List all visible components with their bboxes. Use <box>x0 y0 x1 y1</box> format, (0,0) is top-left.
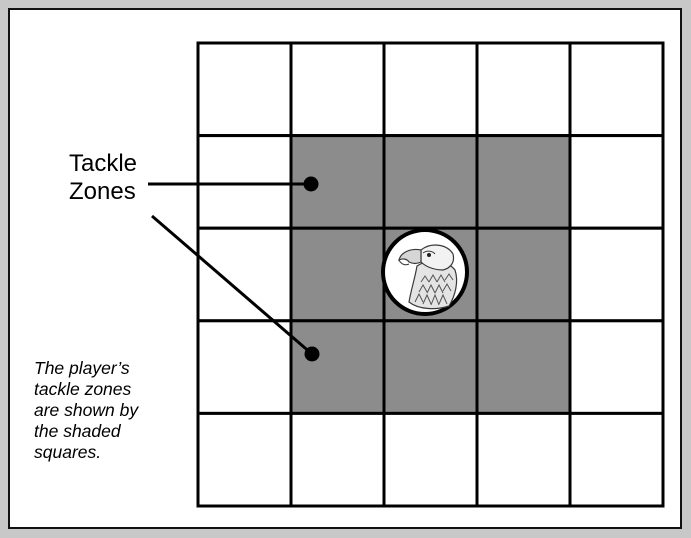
grid-square <box>570 413 663 506</box>
grid-square <box>570 321 663 414</box>
diagram-panel: Tackle Zones The player’s tackle zones a… <box>8 8 682 529</box>
player-token <box>383 230 467 314</box>
grid-square-tackle-zone <box>477 228 570 321</box>
leader-dot-lower <box>305 347 320 362</box>
leader-dot-upper <box>304 177 319 192</box>
grid-square <box>570 136 663 229</box>
grid-square <box>291 43 384 136</box>
grid-square-tackle-zone <box>291 321 384 414</box>
grid-square <box>570 43 663 136</box>
tackle-zones-label: Tackle Zones <box>69 150 137 206</box>
diagram-caption: The player’s tackle zones are shown by t… <box>34 358 138 463</box>
grid-square <box>198 321 291 414</box>
grid-square-tackle-zone <box>384 136 477 229</box>
grid-square-tackle-zone <box>477 136 570 229</box>
grid-square <box>198 413 291 506</box>
grid-square <box>477 43 570 136</box>
grid-square-tackle-zone <box>384 321 477 414</box>
grid-square <box>198 136 291 229</box>
grid-square <box>477 413 570 506</box>
grid-square <box>570 228 663 321</box>
grid-square <box>291 413 384 506</box>
grid-square <box>198 43 291 136</box>
grid-square <box>198 228 291 321</box>
grid-square-tackle-zone <box>291 228 384 321</box>
grid-square <box>384 413 477 506</box>
grid-square-tackle-zone <box>477 321 570 414</box>
grid-square <box>384 43 477 136</box>
